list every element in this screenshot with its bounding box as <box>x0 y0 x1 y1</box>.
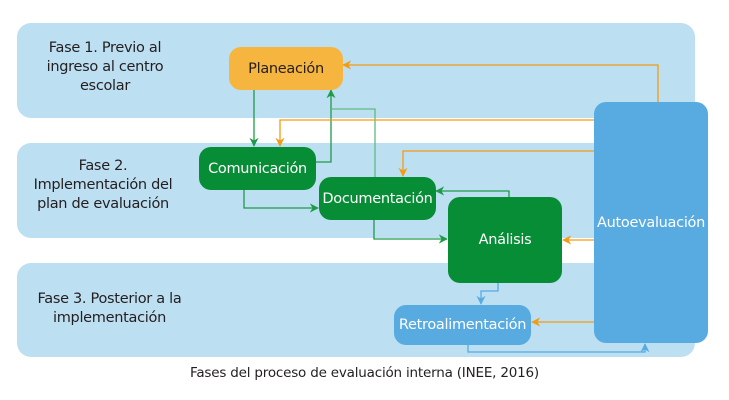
phase-2-line-2: Implementación del <box>33 177 173 193</box>
node-autoevaluacion-label: Autoevaluación <box>596 214 706 231</box>
phase-1-label: Fase 1. Previo al ingreso al centro esco… <box>20 39 190 96</box>
phase-2-line-3: plan de evaluación <box>37 196 169 212</box>
node-autoevaluacion[interactable]: Autoevaluación <box>594 102 708 343</box>
node-documentacion-label: Documentación <box>322 190 433 207</box>
phase-2-line-1: Fase 2. <box>78 158 128 174</box>
node-retroalimentacion[interactable]: Retroalimentación <box>394 305 531 345</box>
node-comunicacion-label: Comunicación <box>208 160 307 177</box>
node-documentacion[interactable]: Documentación <box>319 177 436 220</box>
node-planeacion-label: Planeación <box>248 60 324 77</box>
node-comunicacion[interactable]: Comunicación <box>199 147 316 190</box>
phase-2-label: Fase 2. Implementación del plan de evalu… <box>18 157 188 214</box>
node-analisis-label: Análisis <box>478 232 532 248</box>
phase-1-line-1: Fase 1. Previo al <box>48 40 162 56</box>
phase-3-label: Fase 3. Posterior a la implementación <box>22 290 197 328</box>
phase-3-panel <box>17 263 695 357</box>
node-retroalimentacion-label: Retroalimentación <box>398 317 527 333</box>
node-planeacion[interactable]: Planeación <box>229 47 343 90</box>
phase-3-line-2: implementación <box>53 310 166 326</box>
phase-3-line-1: Fase 3. Posterior a la <box>37 291 182 307</box>
phase-1-line-2: ingreso al centro <box>46 59 164 75</box>
node-analisis[interactable]: Análisis <box>448 197 562 283</box>
phase-1-line-3: escolar <box>79 78 131 94</box>
figure-caption: Fases del proceso de evaluación interna … <box>190 365 539 381</box>
